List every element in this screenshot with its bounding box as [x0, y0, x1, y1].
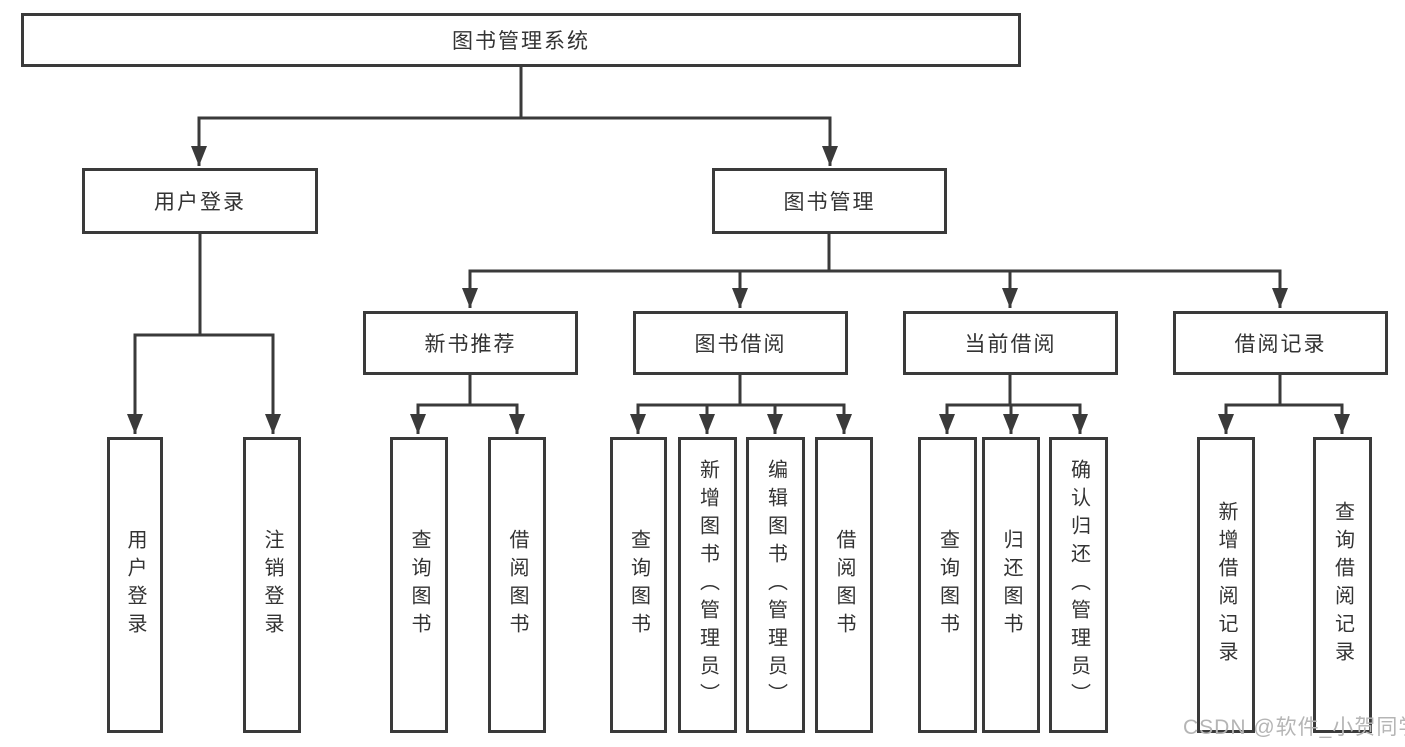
connector-user-login — [127, 231, 281, 434]
node-new-book-recommend: 新书推荐 — [363, 311, 578, 375]
node-user-login: 用户登录 — [82, 168, 318, 234]
node-book-management: 图书管理 — [712, 168, 947, 234]
leaf-user-login: 用户登录 — [107, 437, 163, 733]
leaf-add-borrow-record: 新增借阅记录 — [1197, 437, 1255, 733]
leaf-search-books-recommend: 查询图书 — [390, 437, 448, 733]
leaf-search-borrow-record: 查询借阅记录 — [1313, 437, 1372, 733]
connector-borrow-records — [1218, 373, 1350, 434]
node-current-borrowing: 当前借阅 — [903, 311, 1118, 375]
leaf-search-books-current: 查询图书 — [918, 437, 977, 733]
leaf-search-books-borrowing: 查询图书 — [610, 437, 667, 733]
node-book-borrowing: 图书借阅 — [633, 311, 848, 375]
connector-book-borrowing — [630, 373, 852, 434]
connector-new-book-recommend — [410, 373, 525, 434]
node-root-library-system: 图书管理系统 — [21, 13, 1021, 67]
leaf-borrow-books: 借阅图书 — [815, 437, 873, 733]
csdn-watermark: CSDN @软件_小贺同学 — [1183, 716, 1405, 739]
leaf-borrow-books-recommend: 借阅图书 — [488, 437, 546, 733]
leaf-confirm-return-admin: 确认归还（管理员） — [1049, 437, 1108, 733]
connector-book-management — [462, 231, 1288, 308]
node-borrow-records: 借阅记录 — [1173, 311, 1388, 375]
connector-current-borrowing — [939, 373, 1088, 434]
connector-root — [191, 66, 838, 166]
leaf-edit-book-admin: 编辑图书（管理员） — [746, 437, 805, 733]
leaf-return-book: 归还图书 — [982, 437, 1040, 733]
leaf-logout: 注销登录 — [243, 437, 301, 733]
leaf-add-book-admin: 新增图书（管理员） — [678, 437, 737, 733]
